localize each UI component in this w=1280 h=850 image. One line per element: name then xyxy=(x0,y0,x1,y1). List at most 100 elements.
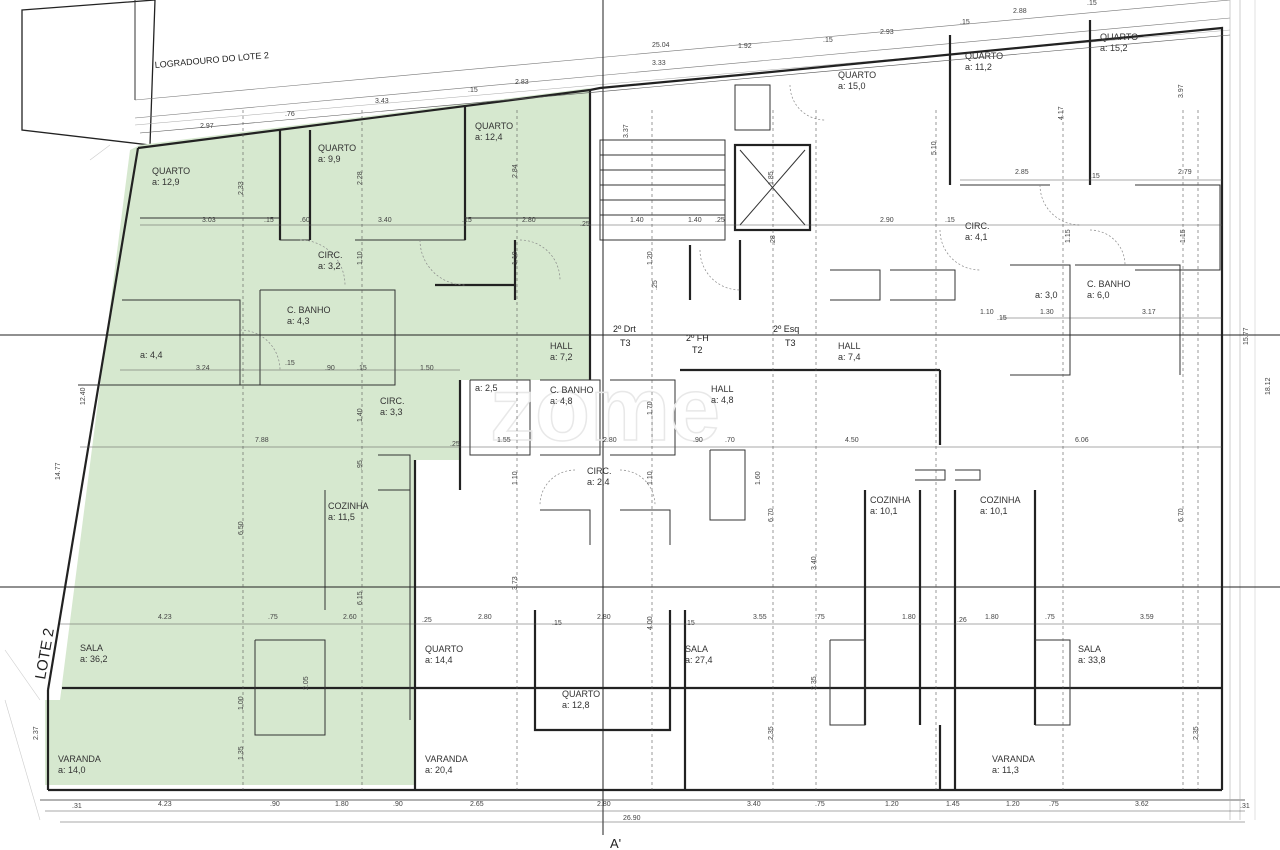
room-area: a: 14,4 xyxy=(425,655,453,665)
unit-tag-bottom: T3 xyxy=(785,338,796,348)
dimension-label-horizontal: .90 xyxy=(270,801,280,808)
dimension-label-horizontal: .75 xyxy=(815,614,825,621)
room-area: a: 12,4 xyxy=(475,132,503,142)
room-area: a: 33,8 xyxy=(1078,655,1106,665)
room-area: a: 3,3 xyxy=(380,407,403,417)
dimension-label-horizontal: .26 xyxy=(957,617,967,624)
dimension-label-vertical: .28 xyxy=(770,235,777,245)
dimension-label-horizontal: .75 xyxy=(268,614,278,621)
dimension-label-horizontal: 4.50 xyxy=(845,437,859,444)
dimension-label-horizontal: 7.88 xyxy=(255,437,269,444)
room-area: a: 4,8 xyxy=(550,396,573,406)
dimension-label-horizontal: .15 xyxy=(264,217,274,224)
dimension-label-horizontal: 6.06 xyxy=(1075,437,1089,444)
dimension-label-horizontal: 3.40 xyxy=(378,217,392,224)
dimension-label-horizontal: 2.93 xyxy=(880,29,894,36)
dimension-label-horizontal: 1.55 xyxy=(497,437,511,444)
dimension-label-horizontal: .25 xyxy=(422,617,432,624)
dimension-label-vertical: 6.15 xyxy=(357,591,364,605)
room-name: C. BANHO xyxy=(1087,279,1131,289)
dimension-label-vertical: 3.37 xyxy=(623,124,630,138)
room-area: a: 4,1 xyxy=(965,232,988,242)
unit-tag-top: 2º FH xyxy=(686,333,709,343)
room-area: a: 11,3 xyxy=(992,765,1019,775)
room-area: a: 10,1 xyxy=(980,506,1008,516)
dimension-label-vertical: 12.40 xyxy=(80,387,87,405)
dimension-label-horizontal: .25 xyxy=(580,221,590,228)
dimension-label-horizontal: .60 xyxy=(300,217,310,224)
unit-tag-top: 2º Esq xyxy=(773,324,799,334)
dimension-label-horizontal: .90 xyxy=(693,437,703,444)
room-area: a: 14,0 xyxy=(58,765,86,775)
dimension-label-vertical: 4.00 xyxy=(647,616,654,630)
dimension-label-vertical: 1.15 xyxy=(1180,229,1187,243)
room-name: QUARTO xyxy=(1100,32,1138,42)
room-name: C. BANHO xyxy=(550,385,594,395)
dimension-label-horizontal: .15 xyxy=(1090,173,1100,180)
room-name: HALL xyxy=(838,341,861,351)
dimension-label-horizontal: .75 xyxy=(815,801,825,808)
dimension-label-horizontal: 4.23 xyxy=(158,801,172,808)
room-name: QUARTO xyxy=(562,689,600,699)
dimension-label-vertical: 5.10 xyxy=(931,141,938,155)
dimension-label-horizontal: 1.80 xyxy=(985,614,999,621)
room-name: COZINHA xyxy=(870,495,911,505)
dimension-label-vertical: 15.77 xyxy=(1243,327,1250,345)
dimension-label-horizontal: 2.80 xyxy=(603,437,617,444)
room-name: SALA xyxy=(1078,644,1101,654)
room-area: a: 2,4 xyxy=(587,477,610,487)
room-name: COZINHA xyxy=(980,495,1021,505)
dimension-label-vertical: 1.10 xyxy=(512,471,519,485)
dimension-label-horizontal: 3.40 xyxy=(747,801,761,808)
dimension-label-horizontal: 1.20 xyxy=(885,801,899,808)
room-area: a: 6,0 xyxy=(1087,290,1110,300)
room-area: a: 3,0 xyxy=(1035,290,1058,300)
room-area: a: 2,5 xyxy=(475,383,498,393)
room-area: a: 36,2 xyxy=(80,654,108,664)
dimension-label-horizontal: .15 xyxy=(960,19,970,26)
section-mark: A' xyxy=(610,836,621,850)
room-area: a: 7,4 xyxy=(838,352,861,362)
room-name: QUARTO xyxy=(318,143,356,153)
dimension-label-horizontal: 2.88 xyxy=(1013,8,1027,15)
dimension-label-vertical: 2.35 xyxy=(1193,726,1200,740)
dimension-label-horizontal: .15 xyxy=(462,217,472,224)
dimension-label-horizontal: 2.85 xyxy=(1015,169,1029,176)
dimension-label-horizontal: 1.92 xyxy=(738,43,752,50)
room-area: a: 15,2 xyxy=(1100,43,1128,53)
dimension-label-vertical: 2.35 xyxy=(811,676,818,690)
dimension-label-horizontal: 2.60 xyxy=(343,614,357,621)
dimension-label-horizontal: .75 xyxy=(1049,801,1059,808)
dimension-label-horizontal: 2.97 xyxy=(200,123,214,130)
room-name: CIRC. xyxy=(318,250,343,260)
room-area: a: 10,1 xyxy=(870,506,898,516)
dimension-label-vertical: 1.10 xyxy=(647,471,654,485)
dimension-label-vertical: 2.28 xyxy=(357,171,364,185)
dimension-label-vertical: 1.60 xyxy=(755,471,762,485)
unit-tag-top: 2º Drt xyxy=(613,324,636,334)
room-label: a: 2,5 xyxy=(475,383,498,393)
dimension-label-horizontal: 1.10 xyxy=(980,309,994,316)
room-area: a: 3,2 xyxy=(318,261,341,271)
dimension-label-horizontal: 2.90 xyxy=(880,217,894,224)
dimension-label-horizontal: 2.79 xyxy=(1178,169,1192,176)
dimension-label-vertical: 1.10 xyxy=(357,251,364,265)
dimension-label-horizontal: 1.80 xyxy=(335,801,349,808)
dimension-label-horizontal: 1.80 xyxy=(902,614,916,621)
dimension-label-horizontal: .25 xyxy=(715,217,725,224)
dimension-label-vertical: 1.00 xyxy=(238,696,245,710)
room-label: CIRC.a: 2,4 xyxy=(587,466,612,487)
dimension-label-horizontal: 3.03 xyxy=(202,217,216,224)
